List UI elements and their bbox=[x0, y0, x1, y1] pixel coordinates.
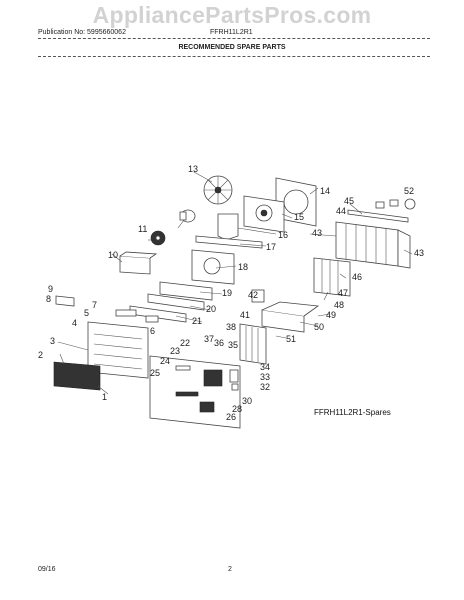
callout-28: 30 bbox=[242, 396, 252, 406]
part-compressor-plate bbox=[239, 289, 267, 365]
callout-27: 28 bbox=[232, 404, 242, 414]
part-fan-blade bbox=[203, 175, 233, 205]
callout-26: 26 bbox=[226, 412, 236, 422]
callout-16: 16 bbox=[278, 230, 288, 240]
callout-34: 36 bbox=[214, 338, 224, 348]
callout-50: 52 bbox=[404, 186, 414, 196]
callout-42: 44 bbox=[336, 206, 346, 216]
part-condenser-coil bbox=[335, 221, 411, 269]
callout-2: 2 bbox=[38, 350, 43, 360]
callout-38: 42 bbox=[248, 290, 258, 300]
callout-8: 8 bbox=[46, 294, 51, 304]
callout-41b: 43 bbox=[414, 248, 424, 258]
callout-20: 20 bbox=[206, 304, 216, 314]
callout-1: 1 bbox=[102, 392, 107, 402]
part-front-grille bbox=[87, 321, 149, 379]
callout-33: 35 bbox=[228, 340, 238, 350]
part-partition bbox=[191, 249, 235, 285]
part-air-filter bbox=[53, 361, 101, 391]
part-rail bbox=[195, 235, 263, 249]
part-filter-small bbox=[55, 295, 75, 307]
callout-3: 3 bbox=[50, 336, 55, 346]
callout-24: 24 bbox=[160, 356, 170, 366]
callout-30: 32 bbox=[260, 382, 270, 392]
callout-15: 15 bbox=[294, 212, 304, 222]
callout-25: 25 bbox=[150, 368, 160, 378]
callout-22: 22 bbox=[180, 338, 190, 348]
part-top-rail bbox=[347, 209, 409, 223]
model-number: FFRH11L2R1 bbox=[210, 29, 253, 36]
callout-labels: 13 14 15 11 16 17 10 18 19 20 21 9 8 7 5… bbox=[38, 164, 424, 422]
callout-44: 46 bbox=[352, 272, 362, 282]
callout-32: 34 bbox=[260, 362, 270, 372]
part-electrical-kit bbox=[149, 355, 241, 429]
callout-19: 19 bbox=[222, 288, 232, 298]
watermark-logo: AppliancePartsPros.com bbox=[92, 2, 372, 28]
callout-37: 41 bbox=[240, 310, 250, 320]
page-title: RECOMMENDED SPARE PARTS bbox=[178, 44, 286, 51]
footer-page-number: 2 bbox=[228, 566, 232, 573]
part-shroud bbox=[275, 177, 317, 227]
callout-leaders bbox=[57, 171, 413, 395]
part-control-housing bbox=[119, 251, 158, 275]
callout-31: 33 bbox=[260, 372, 270, 382]
callout-21: 21 bbox=[192, 316, 202, 326]
part-capacitor bbox=[150, 230, 166, 246]
callout-18: 18 bbox=[238, 262, 248, 272]
callout-41a: 43 bbox=[312, 228, 322, 238]
callout-46: 48 bbox=[334, 300, 344, 310]
part-knobs bbox=[375, 198, 416, 210]
callout-47: 49 bbox=[326, 310, 336, 320]
header-rule-bottom bbox=[38, 56, 430, 57]
callout-10: 10 bbox=[108, 250, 118, 260]
callout-36: 38 bbox=[226, 322, 236, 332]
callout-23: 23 bbox=[170, 346, 180, 356]
callout-49: 51 bbox=[286, 334, 296, 344]
callout-35: 37 bbox=[204, 334, 214, 344]
callout-43: 45 bbox=[344, 196, 354, 206]
part-motor bbox=[179, 209, 196, 223]
part-evaporator-coil bbox=[313, 257, 351, 297]
callout-14: 14 bbox=[320, 186, 330, 196]
footer-date: 09/16 bbox=[38, 566, 56, 573]
callout-17: 17 bbox=[266, 242, 276, 252]
part-filter-holders bbox=[115, 309, 159, 323]
header-rule-top bbox=[38, 38, 430, 39]
part-base-pan bbox=[261, 301, 320, 333]
callout-4: 4 bbox=[72, 318, 77, 328]
callout-48: 50 bbox=[314, 322, 324, 332]
part-motor-bracket bbox=[243, 195, 285, 233]
callout-9: 9 bbox=[48, 284, 53, 294]
callout-45: 47 bbox=[338, 288, 348, 298]
diagram-caption: FFRH11L2R1-Spares bbox=[314, 408, 391, 417]
callout-11: 11 bbox=[138, 224, 147, 234]
callout-13: 13 bbox=[188, 164, 198, 174]
publication-number: Publication No: 5995660062 bbox=[38, 29, 126, 36]
part-bracket-16 bbox=[217, 213, 239, 241]
callout-6: 6 bbox=[150, 326, 155, 336]
callout-7: 7 bbox=[92, 300, 97, 310]
callout-5: 5 bbox=[84, 308, 89, 318]
